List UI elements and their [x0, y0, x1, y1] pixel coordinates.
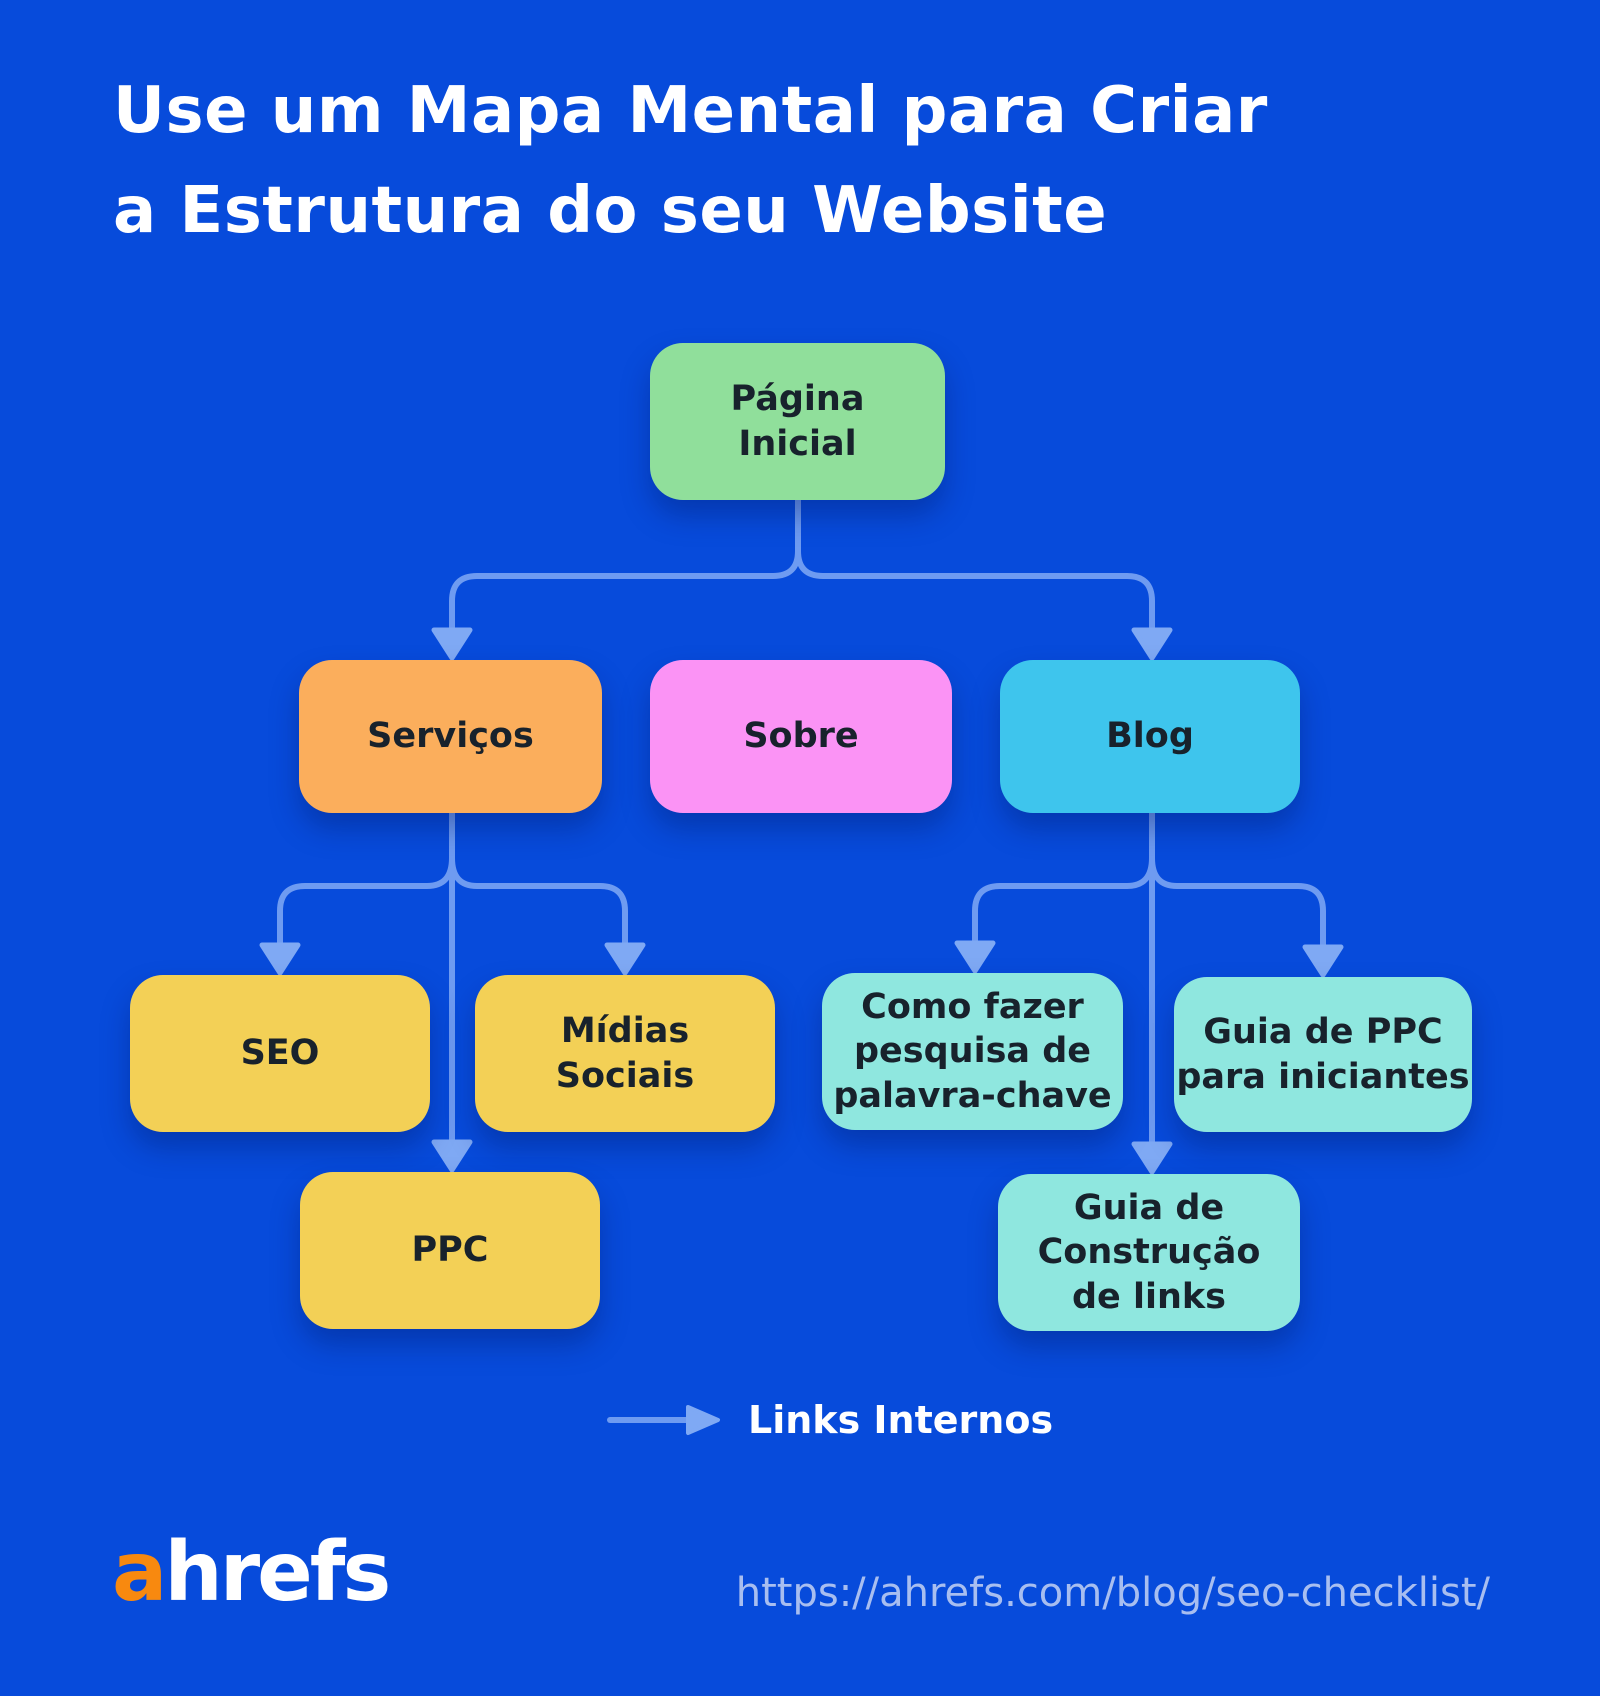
connector-blog-to-como-fazer	[954, 855, 1155, 974]
mindmap-node-blog: Blog	[1000, 660, 1300, 813]
connector-line	[449, 855, 628, 949]
arrowhead-icon	[431, 1139, 473, 1173]
connector-blog-to-guia-ppc	[1149, 855, 1344, 978]
mindmap-node-seo: SEO	[130, 975, 430, 1132]
connector-line	[795, 548, 1155, 639]
legend: Links Internos	[606, 1398, 1053, 1442]
connector-pagina-to-blog	[795, 548, 1173, 661]
connector-line	[972, 855, 1155, 947]
arrowhead-icon	[259, 942, 301, 976]
connector-servicos-to-seo	[259, 855, 455, 976]
connector-servicos-to-midias	[449, 855, 646, 976]
legend-label: Links Internos	[748, 1398, 1054, 1442]
mindmap-node-ppc: PPC	[300, 1172, 600, 1329]
internal-link-arrow-icon	[607, 1405, 720, 1435]
arrowhead-icon	[1302, 944, 1344, 978]
mindmap-node-pagina-inicial: Página Inicial	[650, 343, 945, 500]
connector-pagina-to-servicos	[431, 497, 801, 661]
mindmap-node-midias-sociais: Mídias Sociais	[475, 975, 775, 1132]
connector-line	[1149, 855, 1326, 949]
logo-accent-letter: a	[112, 1525, 167, 1620]
page-title: Use um Mapa Mental para Criar a Estrutur…	[113, 74, 1268, 248]
mindmap-node-guia-de-ppc: Guia de PPC para iniciantes	[1174, 977, 1472, 1132]
arrowhead-icon	[604, 942, 646, 976]
arrowhead-icon	[1131, 1141, 1173, 1175]
logo-rest: hrefs	[164, 1525, 391, 1620]
mindmap-node-como-fazer-pesquisa: Como fazer pesquisa de palavra-chave	[822, 973, 1123, 1130]
ahrefs-logo: ahrefs	[112, 1532, 391, 1614]
mindmap-node-sobre: Sobre	[650, 660, 952, 813]
connector-line	[449, 497, 801, 639]
arrowhead-icon	[431, 627, 473, 661]
mindmap-node-guia-construcao-links: Guia de Construção de links	[998, 1174, 1300, 1331]
connector-line	[277, 855, 455, 949]
mindmap-node-servicos: Serviços	[299, 660, 602, 813]
arrowhead-icon	[954, 940, 996, 974]
arrowhead-icon	[1131, 627, 1173, 661]
source-url: https://ahrefs.com/blog/seo-checklist/	[735, 1570, 1490, 1616]
